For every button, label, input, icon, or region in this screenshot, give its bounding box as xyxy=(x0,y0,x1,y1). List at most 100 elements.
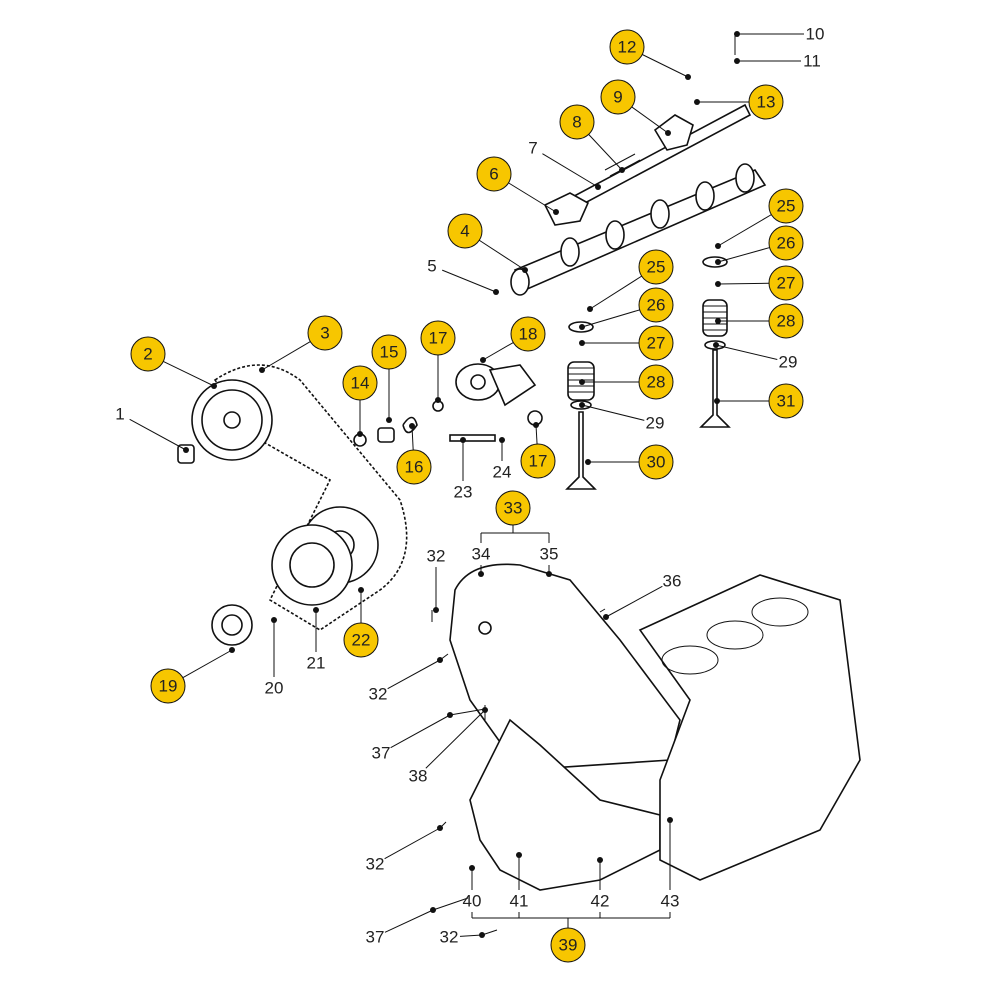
callout-bubble xyxy=(748,84,784,120)
leader-line xyxy=(261,341,311,371)
leader-dot xyxy=(603,614,609,620)
callout-label: 33 xyxy=(504,499,523,518)
leader-dot xyxy=(409,423,415,429)
leader-line xyxy=(384,909,434,933)
leader-dot xyxy=(259,367,265,373)
leader-line xyxy=(508,182,557,213)
callout-label: 17 xyxy=(429,329,448,348)
callout-label: 21 xyxy=(307,654,326,673)
callout-bubble xyxy=(768,383,804,419)
callout-11: 11 xyxy=(803,52,821,71)
callout-14: 14 xyxy=(342,365,378,401)
leader-line xyxy=(387,659,441,690)
leader-line xyxy=(425,709,486,769)
leader-dot xyxy=(478,571,484,577)
leader-dot xyxy=(229,647,235,653)
callout-25: 25 xyxy=(638,249,674,285)
leader-dot xyxy=(714,398,720,404)
leader-dot xyxy=(482,707,488,713)
leader-line xyxy=(589,275,642,310)
callout-8: 8 xyxy=(559,104,595,140)
callout-41: 41 xyxy=(510,892,529,911)
engine-block xyxy=(638,574,861,881)
callout-label: 6 xyxy=(489,165,498,184)
leader-dot xyxy=(579,340,585,346)
callout-bubble xyxy=(600,79,636,115)
leader-line xyxy=(390,714,451,749)
leader-dot xyxy=(715,318,721,324)
leader-dot xyxy=(579,324,585,330)
callout-label: 4 xyxy=(460,222,469,241)
leader-dot xyxy=(533,422,539,428)
callout-bubble xyxy=(638,444,674,480)
callout-label: 30 xyxy=(647,453,666,472)
callout-43: 43 xyxy=(661,892,680,911)
leader-dot xyxy=(437,657,443,663)
leader-dot xyxy=(715,281,721,287)
callout-42: 42 xyxy=(591,892,610,911)
callout-label: 14 xyxy=(351,374,370,393)
callout-39: 39 xyxy=(550,927,586,963)
callout-label: 32 xyxy=(440,928,459,947)
callout-bubble xyxy=(768,265,804,301)
callout-bubble xyxy=(371,334,407,370)
callout-31: 31 xyxy=(768,383,804,419)
callout-label: 10 xyxy=(806,25,825,44)
leader-lines xyxy=(129,31,804,938)
callout-bubble xyxy=(638,364,674,400)
callout-29: 29 xyxy=(779,353,798,372)
callout-bubble xyxy=(638,249,674,285)
callout-label: 15 xyxy=(380,343,399,362)
callout-label: 32 xyxy=(369,685,388,704)
bracket-33 xyxy=(480,525,550,543)
leader-line xyxy=(442,269,497,293)
callout-label: 12 xyxy=(618,38,637,57)
leader-dot xyxy=(358,587,364,593)
leader-line xyxy=(411,425,414,451)
leader-dot xyxy=(734,58,740,64)
callout-2: 2 xyxy=(130,336,166,372)
callout-label: 39 xyxy=(559,936,578,955)
callout-label: 35 xyxy=(540,545,559,564)
callout-label: 8 xyxy=(572,113,581,132)
callout-label: 25 xyxy=(777,197,796,216)
callout-17: 17 xyxy=(420,320,456,356)
callout-label: 17 xyxy=(529,452,548,471)
leader-dot xyxy=(460,437,466,443)
callout-label: 22 xyxy=(352,631,371,650)
leader-line xyxy=(581,309,640,328)
callout-35: 35 xyxy=(540,545,559,564)
leader-dot xyxy=(587,306,593,312)
leader-dot xyxy=(479,932,485,938)
leader-dot xyxy=(447,712,453,718)
callout-18: 18 xyxy=(510,316,546,352)
callout-label: 40 xyxy=(463,892,482,911)
callout-32: 32 xyxy=(427,547,446,566)
leader-dot xyxy=(597,857,603,863)
callout-9: 9 xyxy=(600,79,636,115)
rocker-shaft xyxy=(543,103,752,226)
callout-1: 1 xyxy=(115,405,124,424)
callout-12: 12 xyxy=(609,29,645,65)
leader-dot xyxy=(499,437,505,443)
callout-label: 31 xyxy=(777,392,796,411)
leader-line xyxy=(588,134,623,171)
callout-label: 43 xyxy=(661,892,680,911)
callout-38: 38 xyxy=(409,767,428,786)
callout-label: 2 xyxy=(143,345,152,364)
leader-dot xyxy=(386,417,392,423)
callout-bubble xyxy=(559,104,595,140)
callout-label: 3 xyxy=(320,324,329,343)
callout-3: 3 xyxy=(307,315,343,351)
callout-17: 17 xyxy=(520,443,556,479)
callout-label: 27 xyxy=(777,274,796,293)
leader-dot xyxy=(715,243,721,249)
leader-dot xyxy=(211,383,217,389)
callout-label: 27 xyxy=(647,334,666,353)
callout-label: 11 xyxy=(803,52,821,71)
callout-13: 13 xyxy=(748,84,784,120)
leader-dot xyxy=(665,130,671,136)
callout-label: 7 xyxy=(528,139,537,158)
callout-label: 36 xyxy=(663,572,682,591)
callout-bubble xyxy=(768,225,804,261)
